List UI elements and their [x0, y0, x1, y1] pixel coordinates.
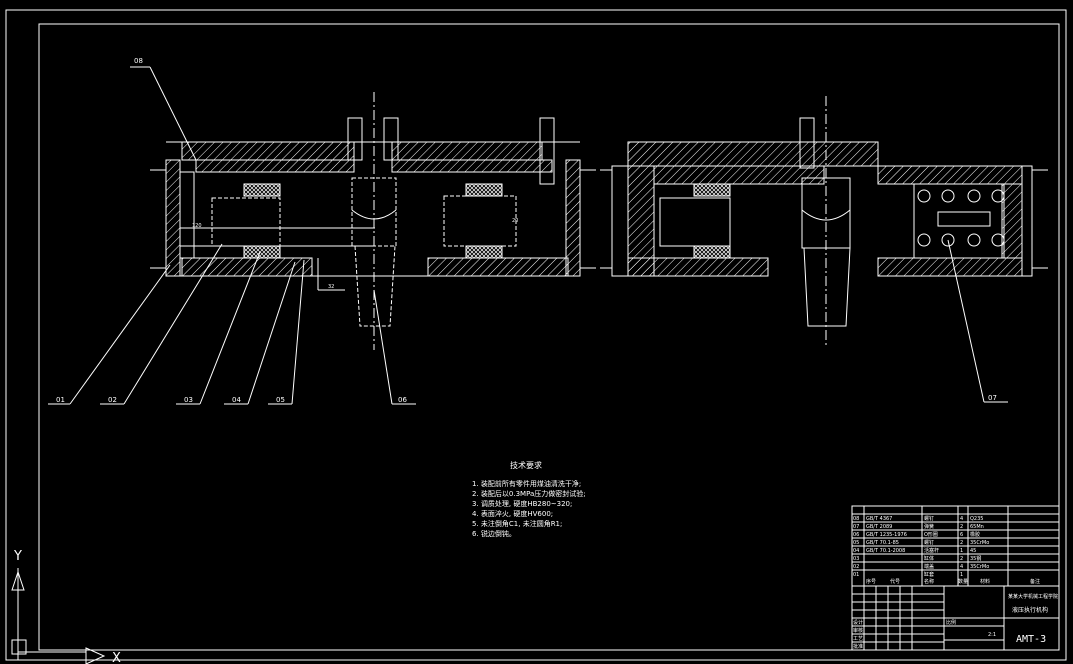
- right-section-view: [600, 96, 1048, 346]
- part-code: GB/T 1235-1976: [866, 532, 907, 538]
- outer-border: [5, 9, 1067, 661]
- part-name: 缸套: [924, 571, 934, 578]
- tech-req-title: 技术要求: [510, 460, 542, 470]
- part-name: 螺钉: [924, 539, 934, 546]
- part-no: 01: [853, 572, 859, 578]
- part-material: 35钢: [970, 555, 981, 562]
- part-qty: 2: [960, 524, 963, 530]
- callout-03: 03: [184, 396, 193, 404]
- ucs-y-label: Y: [13, 549, 22, 564]
- part-name: O形圈: [924, 531, 938, 538]
- header-cell: 名称: [924, 578, 934, 585]
- callout-02: 02: [108, 396, 117, 404]
- ucs-icon: [11, 568, 106, 664]
- designer-label: 批准: [853, 643, 863, 650]
- dim-label: 20: [512, 218, 518, 224]
- tech-req-item: 4. 表面淬火, 硬度HV600;: [472, 509, 553, 518]
- part-qty: 6: [960, 532, 963, 538]
- drawing-number: AMT-3: [1016, 634, 1046, 645]
- callout-01: 01: [56, 396, 65, 404]
- part-qty: 1: [960, 572, 963, 578]
- dim-label: 32: [328, 284, 334, 290]
- part-material: 橡胶: [970, 531, 980, 538]
- header-cell: 数量: [958, 578, 968, 585]
- part-no: 06: [853, 532, 859, 538]
- scale-value: 2:1: [988, 632, 996, 638]
- inner-border: [38, 23, 1060, 651]
- scale-label: 比例: [946, 619, 956, 626]
- part-code: GB/T 4367: [866, 516, 892, 522]
- tech-req-item: 3. 调质处理, 硬度HB280~320;: [472, 499, 572, 508]
- org-text: 某某大学机械工程学院: [1008, 593, 1058, 600]
- part-no: 08: [853, 516, 859, 522]
- part-no: 05: [853, 540, 859, 546]
- header-cell: 材料: [980, 578, 990, 585]
- callout-07: 07: [988, 394, 997, 402]
- part-no: 03: [853, 556, 859, 562]
- part-no: 04: [853, 548, 859, 554]
- part-code: GB/T 70.1-2008: [866, 548, 905, 554]
- part-no: 02: [853, 564, 859, 570]
- part-name: 螺钉: [924, 515, 934, 522]
- callout-06: 06: [398, 396, 407, 404]
- ucs-x-label: X: [112, 651, 121, 664]
- parts-list: 08 GB/T 4367 螺钉 4 Q235 07 GB/T 2089 弹簧 2…: [853, 515, 1058, 650]
- tech-req-item: 5. 未注倒角C1, 未注圆角R1;: [472, 519, 562, 528]
- part-material: 35CrMo: [970, 564, 989, 570]
- part-no: 07: [853, 524, 859, 530]
- part-qty: 4: [960, 564, 963, 570]
- header-cell: 序号: [866, 578, 876, 585]
- callout-08: 08: [134, 57, 143, 65]
- part-material: Q235: [970, 516, 983, 522]
- part-code: GB/T 70.1-85: [866, 540, 899, 546]
- part-code: GB/T 2089: [866, 524, 892, 530]
- designer-label: 审核: [853, 627, 863, 634]
- part-name: 端盖: [924, 563, 934, 570]
- part-qty: 4: [960, 516, 963, 522]
- title-block: [851, 505, 1060, 651]
- header-cell: 代号: [890, 578, 900, 585]
- part-material: 65Mn: [970, 524, 984, 530]
- designer-label: 设计: [853, 619, 863, 626]
- part-qty: 2: [960, 540, 963, 546]
- tech-req-item: 6. 锐边倒钝。: [472, 529, 516, 538]
- drawing-name: 液压执行机构: [1012, 606, 1048, 614]
- callout-05: 05: [276, 396, 285, 404]
- part-material: 45: [970, 548, 976, 554]
- callout-leaders: [48, 66, 1008, 405]
- part-qty: 1: [960, 548, 963, 554]
- dim-label: 120: [192, 223, 202, 229]
- part-qty: 2: [960, 556, 963, 562]
- part-name: 缸体: [924, 555, 934, 562]
- header-cell: 备注: [1030, 578, 1040, 585]
- tech-req-item: 2. 装配后以0.3MPa压力做密封试验;: [472, 489, 586, 498]
- tech-req-item: 1. 装配前所有零件用煤油清洗干净;: [472, 479, 581, 488]
- left-section-view: [150, 92, 596, 350]
- designer-label: 工艺: [853, 636, 863, 642]
- callout-04: 04: [232, 396, 241, 404]
- part-material: 35CrMo: [970, 540, 989, 546]
- part-name: 活塞杆: [924, 547, 939, 554]
- part-name: 弹簧: [924, 523, 934, 530]
- technical-requirements: 技术要求 1. 装配前所有零件用煤油清洗干净; 2. 装配后以0.3MPa压力做…: [472, 460, 586, 538]
